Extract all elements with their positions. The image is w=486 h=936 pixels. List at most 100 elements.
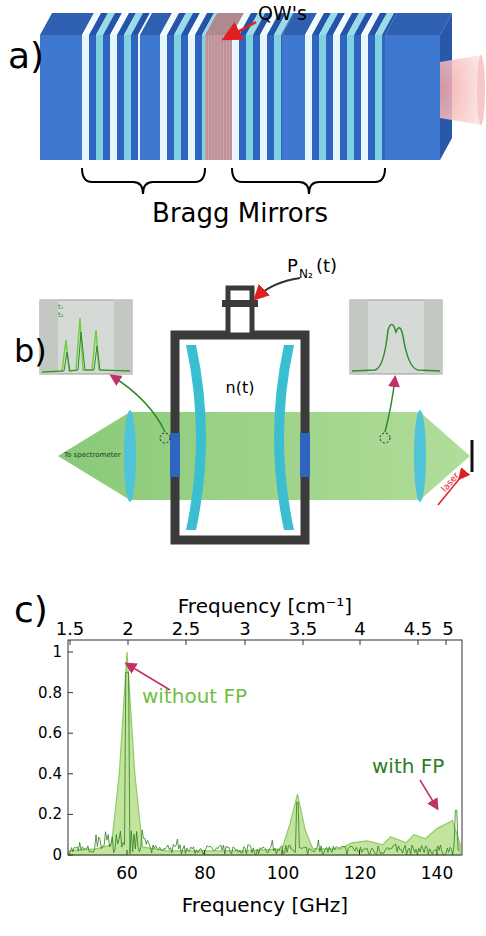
tick [68, 733, 73, 734]
layer [124, 35, 131, 160]
quantum-well [216, 35, 217, 160]
pressure-symbol: (t) [316, 257, 337, 275]
inset-spectrum [40, 300, 132, 374]
quantum-well [219, 35, 220, 160]
tick-label: 0 [53, 848, 63, 863]
quantum-well [225, 35, 226, 160]
layer [232, 35, 239, 160]
gas-chamber [175, 335, 305, 540]
axis-title: Frequency [GHz] [182, 895, 348, 915]
tick-label: 2 [122, 620, 133, 638]
tick-label: 3.5 [289, 620, 318, 638]
layer [246, 35, 253, 160]
tick [68, 652, 73, 653]
lens [414, 410, 426, 502]
inlet-flange [222, 300, 258, 307]
pressure-subscript: N₂ [299, 268, 313, 280]
quantum-well [222, 35, 223, 160]
optical-beam [58, 412, 470, 500]
layer [312, 35, 319, 160]
tick [68, 814, 73, 815]
layer [375, 35, 382, 160]
layer [110, 35, 117, 160]
index-label: n(t) [226, 380, 255, 396]
layer [274, 35, 281, 160]
tick [359, 850, 360, 855]
layer [368, 35, 375, 160]
tick [68, 773, 73, 774]
beam-end [477, 55, 485, 125]
series-annotation: with FP [372, 756, 444, 776]
layer [361, 35, 368, 160]
layer [167, 35, 174, 160]
quantum-well [210, 35, 211, 160]
layer [103, 35, 110, 160]
tick-label: 80 [194, 865, 216, 882]
layer [82, 35, 89, 160]
tick-label: 1 [53, 645, 63, 660]
panel-letter: a) [8, 38, 44, 74]
tick [204, 850, 205, 855]
tick-label: 4.5 [404, 620, 433, 638]
tick [446, 640, 447, 645]
layer [282, 35, 305, 160]
layer [319, 35, 326, 160]
tick-label: 0.4 [38, 767, 62, 782]
series-annotation: without FP [142, 686, 247, 706]
layer [89, 35, 96, 160]
pressure-symbol: P [287, 257, 298, 275]
layer [340, 35, 347, 160]
quantum-well [213, 35, 214, 160]
layer [347, 35, 354, 160]
layer [354, 35, 361, 160]
tick-label: 0.6 [38, 726, 62, 741]
layer [131, 35, 138, 160]
layer [195, 35, 202, 160]
layer [181, 35, 188, 160]
tick-label: 4 [354, 620, 365, 638]
layer [40, 35, 82, 160]
layer [267, 35, 274, 160]
layer [385, 35, 440, 160]
panel-letter: c) [14, 592, 48, 628]
tick-label: 120 [344, 865, 376, 882]
beam-label: To spectrometer [64, 452, 121, 459]
tick-label: 140 [421, 865, 453, 882]
tick-label: 60 [116, 865, 138, 882]
quantum-well [228, 35, 229, 160]
layer [305, 35, 312, 160]
layer [140, 35, 160, 160]
tick-label: 2.5 [172, 620, 201, 638]
tick [360, 640, 361, 645]
brace [232, 168, 385, 194]
layer [253, 35, 260, 160]
gas-arrow [256, 278, 300, 298]
layer [239, 35, 246, 160]
axis-title: Frequency [cm⁻¹] [178, 596, 352, 616]
laser-beam [440, 55, 482, 125]
layer [205, 35, 232, 160]
inset-label: t₂ [58, 312, 64, 319]
tick [437, 850, 438, 855]
inset-label: t₁ [58, 304, 64, 311]
tick [127, 850, 128, 855]
inset-spectrum [350, 300, 442, 374]
panel-letter: b) [14, 335, 47, 367]
layer [333, 35, 340, 160]
tick [70, 640, 71, 645]
layer [382, 35, 385, 160]
tick-label: 1.5 [56, 620, 85, 638]
fp-mirror [186, 345, 206, 530]
layer [138, 35, 140, 160]
qw-arrow [226, 22, 256, 38]
layer [260, 35, 267, 160]
with-fp-curve [69, 672, 460, 855]
window [170, 433, 180, 477]
tick-label: 3 [239, 620, 250, 638]
tick [418, 640, 419, 645]
laser-label: laser [440, 471, 461, 494]
tick [245, 640, 246, 645]
tick-label: 0.2 [38, 807, 62, 822]
layer [117, 35, 124, 160]
